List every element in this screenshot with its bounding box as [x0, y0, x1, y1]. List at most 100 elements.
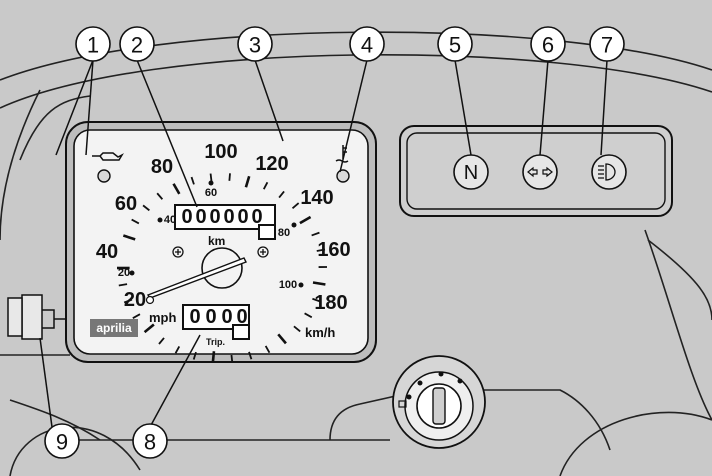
scale-tick	[209, 173, 213, 182]
svg-text:2: 2	[131, 33, 143, 58]
scale-tick	[192, 351, 197, 360]
scale-tick	[156, 192, 164, 200]
speedometer	[65, 121, 377, 363]
scale-tick	[158, 337, 165, 345]
scale-tick	[172, 183, 181, 195]
svg-text:aprilia: aprilia	[96, 321, 132, 335]
svg-text:6: 6	[542, 33, 554, 58]
svg-text:9: 9	[56, 430, 68, 455]
scale-tick	[131, 218, 140, 225]
mph-label: 80	[278, 227, 290, 239]
svg-text:1: 1	[87, 33, 99, 58]
scale-tick	[248, 351, 253, 360]
scale-tick	[312, 281, 326, 286]
scale-tick	[142, 204, 150, 212]
scale-tick	[293, 325, 301, 333]
callout-5: 5	[437, 26, 473, 62]
speed-label: 80	[151, 156, 173, 178]
speed-label: 140	[300, 187, 333, 209]
scale-tick	[312, 297, 321, 303]
svg-text:8: 8	[144, 430, 156, 455]
trip-digit: 0	[221, 306, 232, 328]
lock-icon	[398, 400, 407, 408]
scale-tick	[278, 190, 285, 199]
callout-leaders	[39, 59, 608, 428]
scale-tick	[311, 231, 320, 237]
scale-tick	[264, 345, 271, 354]
scale-tick	[122, 234, 136, 241]
trip-digit: 0	[236, 306, 247, 328]
mph-label: 60	[205, 187, 217, 199]
speed-label: 40	[96, 241, 118, 263]
thermometer-icon	[335, 145, 349, 163]
oil-pressure-warning-light	[92, 152, 124, 183]
turn-arrows-icon	[527, 166, 553, 178]
trip-digit: 0	[205, 306, 216, 328]
headlight-icon	[598, 163, 616, 181]
ignition-switch	[392, 355, 486, 449]
odometer-digit: 0	[195, 206, 206, 228]
scale-tick	[211, 351, 216, 363]
scale-tick	[262, 181, 269, 190]
callout-markers: 1 2 3 4 5 6 7 8 9	[44, 26, 625, 459]
svg-text:3: 3	[249, 33, 261, 58]
mph-label: 100	[279, 279, 297, 291]
scale-tick	[291, 202, 300, 209]
svg-text:7: 7	[601, 33, 613, 58]
scale-tick	[316, 248, 326, 252]
callout-9: 9	[44, 423, 80, 459]
callout-8: 8	[132, 423, 168, 459]
speed-label: 60	[115, 193, 137, 215]
scale-tick	[118, 283, 128, 287]
svg-text:5: 5	[449, 33, 461, 58]
svg-text:4: 4	[361, 33, 373, 58]
speed-labels: 20 40 60 80 100 120 140 160 180	[96, 141, 351, 314]
aprilia-logo: aprilia	[90, 319, 138, 337]
speed-scale-ticks	[117, 173, 328, 363]
callout-4: 4	[349, 26, 385, 62]
scale-tick	[299, 215, 312, 225]
callout-7: 7	[589, 26, 625, 62]
speedometer-needle	[145, 247, 247, 305]
speed-label: 180	[314, 292, 347, 314]
scale-tick	[132, 313, 141, 319]
speed-label: 100	[204, 141, 237, 163]
scale-tick	[143, 323, 155, 334]
callout-6: 6	[530, 26, 566, 62]
odometer-digit: 0	[209, 206, 220, 228]
mph-labels: 20 40 60 80 100	[118, 180, 304, 291]
coolant-temperature-warning-light	[335, 145, 350, 183]
mph-label: 20	[118, 267, 130, 279]
oil-can-icon	[92, 152, 124, 161]
trip-meter: 0 0 0 0 mph Trip. km/h	[149, 304, 335, 347]
speed-label: 20	[124, 289, 146, 311]
scale-tick	[190, 176, 195, 185]
odometer: 0 0 0 0 0 0 km	[174, 204, 276, 248]
mph-unit-label: mph	[149, 310, 177, 325]
screw-heads	[172, 246, 269, 258]
trip-label: Trip.	[206, 337, 225, 347]
wiring-connector	[7, 294, 66, 340]
callout-1: 1	[75, 26, 111, 62]
speed-label: 120	[255, 153, 288, 175]
trip-digit: 0	[189, 306, 200, 328]
odometer-digit: 0	[237, 206, 248, 228]
odometer-digit: 0	[223, 206, 234, 228]
callout-3: 3	[237, 26, 273, 62]
neutral-letter: N	[464, 162, 478, 184]
odometer-unit: km	[208, 234, 225, 248]
kmh-unit-label: km/h	[305, 325, 335, 340]
callout-2: 2	[119, 26, 155, 62]
scale-tick	[277, 333, 287, 345]
scale-tick	[230, 354, 234, 363]
scale-tick	[304, 312, 313, 319]
high-beam-indicator-light	[591, 154, 627, 190]
scale-tick	[244, 175, 251, 188]
speed-label: 160	[317, 239, 350, 261]
indicator-lights-panel: N	[399, 125, 673, 217]
scale-tick	[123, 298, 133, 304]
odometer-digit: 0	[181, 206, 192, 228]
scale-tick	[174, 345, 181, 354]
